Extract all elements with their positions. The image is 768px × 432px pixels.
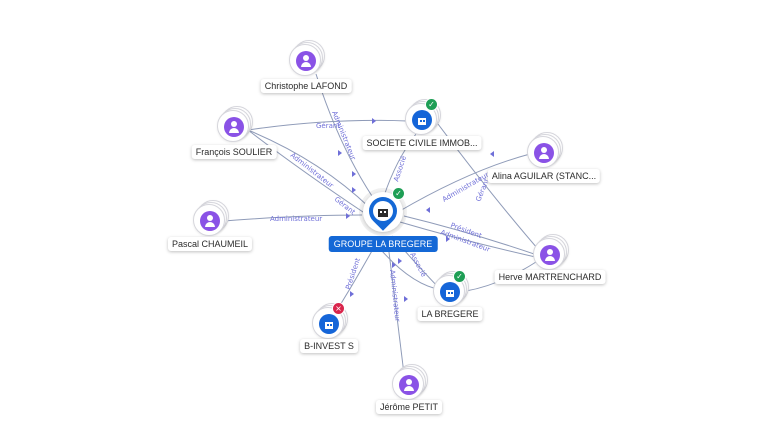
node-label: SOCIETE CIVILE IMMOB... bbox=[362, 136, 482, 150]
arrow-marker bbox=[446, 236, 450, 242]
node-label: Jérôme PETIT bbox=[375, 400, 443, 414]
edge-martrenchard-center-admin bbox=[399, 221, 541, 259]
person-icon bbox=[200, 211, 220, 231]
arrow-marker bbox=[350, 291, 354, 297]
edge-aguilar-center bbox=[397, 153, 531, 213]
arrow-marker bbox=[338, 150, 342, 156]
arrow-marker bbox=[346, 213, 350, 219]
arrow-marker bbox=[426, 207, 430, 213]
edge-soulier-center-gerant bbox=[247, 129, 367, 215]
building-icon bbox=[319, 314, 339, 334]
person-icon bbox=[399, 375, 419, 395]
edge-label-petit: Administrateur bbox=[388, 269, 401, 322]
arrow-marker bbox=[404, 296, 408, 302]
node-label: Christophe LAFOND bbox=[260, 79, 352, 93]
building-icon bbox=[440, 282, 460, 302]
arrow-marker bbox=[392, 262, 396, 268]
center-label: GROUPE LA BREGERE bbox=[328, 236, 438, 252]
person-icon bbox=[224, 117, 244, 137]
edge-soulier-center-admin bbox=[247, 129, 371, 209]
arrow-marker bbox=[352, 171, 356, 177]
location-pin-icon bbox=[363, 191, 403, 231]
arrow-marker bbox=[490, 151, 494, 157]
edge-label-soulier-center-admin: Administrateur bbox=[289, 151, 335, 190]
edge-soulier-sci bbox=[247, 119, 408, 131]
edge-label-lafond: Administrateur bbox=[330, 110, 357, 161]
edge-martrenchard-center-pres bbox=[403, 215, 541, 257]
person-icon bbox=[534, 143, 554, 163]
node-label: B-INVEST S bbox=[300, 339, 358, 353]
building-icon bbox=[412, 110, 432, 130]
person-icon bbox=[296, 51, 316, 71]
edge-label-center-labregere: Associé bbox=[408, 251, 427, 278]
node-label: Herve MARTRENCHARD bbox=[494, 270, 606, 284]
person-icon bbox=[540, 245, 560, 265]
node-label: Alina AGUILAR (STANC... bbox=[487, 169, 601, 183]
arrow-marker bbox=[372, 118, 376, 124]
building-icon bbox=[378, 209, 388, 217]
node-label: LA BREGERE bbox=[417, 307, 483, 321]
check-icon: ✓ bbox=[392, 187, 405, 200]
node-label: François SOULIER bbox=[191, 145, 277, 159]
edge-label-soulier-sci: Gérant bbox=[316, 122, 340, 130]
node-label: Pascal CHAUMEIL bbox=[167, 237, 253, 251]
check-icon: ✓ bbox=[453, 270, 466, 283]
check-icon: ✓ bbox=[425, 98, 438, 111]
edge-label-chaumeil: Administrateur bbox=[270, 215, 322, 223]
close-icon: × bbox=[332, 302, 345, 315]
arrow-marker bbox=[352, 187, 356, 193]
arrow-marker bbox=[398, 258, 402, 264]
